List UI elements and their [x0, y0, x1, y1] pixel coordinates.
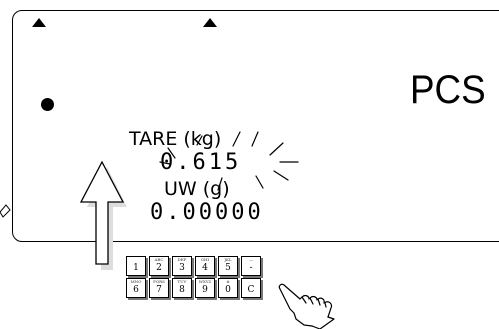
key-main-label: 5 — [225, 263, 231, 273]
key-sub-label: DEF — [177, 257, 187, 262]
unit-weight-value: 0.00000 — [150, 200, 264, 225]
key-sub-label: PQRS — [153, 279, 165, 284]
key-sub-label: — — [249, 257, 253, 262]
key-sub-label: GHI — [200, 257, 210, 262]
key-main-label: C — [247, 285, 255, 295]
key-sub-label: # — [226, 279, 230, 284]
pointing-hand-icon — [278, 283, 335, 329]
key-main-label: 9 — [202, 285, 208, 295]
key-sub-label: TUV — [177, 279, 187, 284]
blink-line — [159, 161, 171, 165]
key-sub-label: ABC — [154, 257, 164, 262]
key-main-label: 2 — [156, 263, 162, 273]
key-main-label: 1 — [133, 263, 139, 273]
stable-dot-icon — [41, 98, 54, 111]
blink-line — [196, 135, 203, 146]
key-sub-label: WXYZ — [198, 279, 212, 284]
key-main-label: 4 — [202, 263, 208, 273]
blink-line — [255, 175, 264, 189]
key-main-label: 0 — [225, 285, 231, 295]
blink-line — [217, 177, 223, 191]
key-main-label: 3 — [179, 263, 185, 273]
tare-label: TARE (kg) — [129, 128, 222, 150]
key-minus[interactable]: —- — [241, 256, 261, 276]
unit-weight-label: UW (g) — [164, 178, 230, 200]
indicator-triangle-icon — [32, 18, 46, 27]
key-main-label: 7 — [156, 285, 162, 295]
indicator-triangle-icon — [203, 18, 217, 27]
unit-label: PCS — [410, 68, 486, 112]
key-clear[interactable]: C — [241, 278, 261, 298]
up-arrow-icon — [79, 160, 127, 270]
blink-line — [251, 131, 259, 147]
blink-line — [167, 147, 176, 159]
blink-line — [273, 170, 289, 181]
key-main-label: - — [249, 263, 253, 273]
key-sub-label: MNO — [130, 279, 142, 284]
key-main-label: 8 — [179, 285, 185, 295]
key-1[interactable]: 1 — [126, 256, 146, 276]
edge-fragment — [0, 204, 11, 218]
key-0[interactable]: #0 — [218, 278, 238, 298]
blink-line — [269, 142, 284, 156]
lcd-display-panel — [12, 10, 499, 242]
blink-line — [232, 131, 241, 147]
key-main-label: 6 — [133, 285, 139, 295]
key-sub-label: JKL — [224, 257, 232, 262]
